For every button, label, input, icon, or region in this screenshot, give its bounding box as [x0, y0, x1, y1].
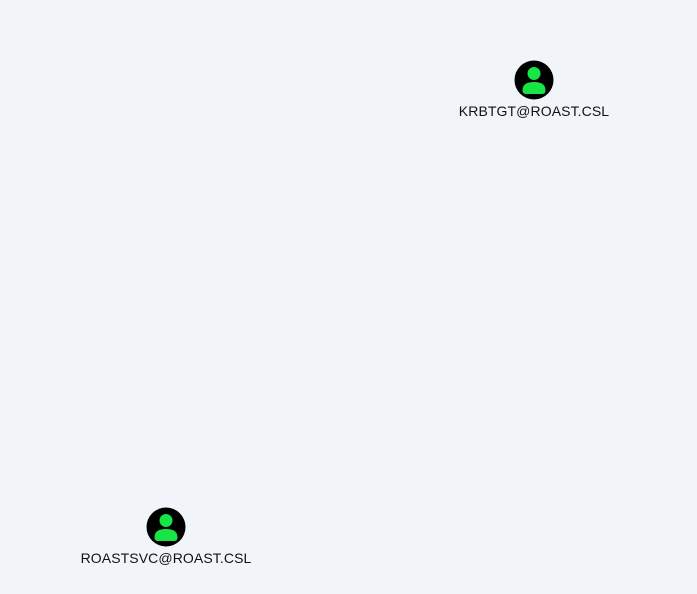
user-icon[interactable] [146, 507, 186, 547]
graph-node-roastsvc[interactable]: ROASTSVC@ROAST.CSL [66, 507, 266, 567]
graph-node-krbtgt[interactable]: KRBTGT@ROAST.CSL [434, 60, 634, 120]
node-label: KRBTGT@ROAST.CSL [458, 103, 610, 119]
user-icon[interactable] [514, 60, 554, 100]
node-label: ROASTSVC@ROAST.CSL [80, 550, 252, 566]
